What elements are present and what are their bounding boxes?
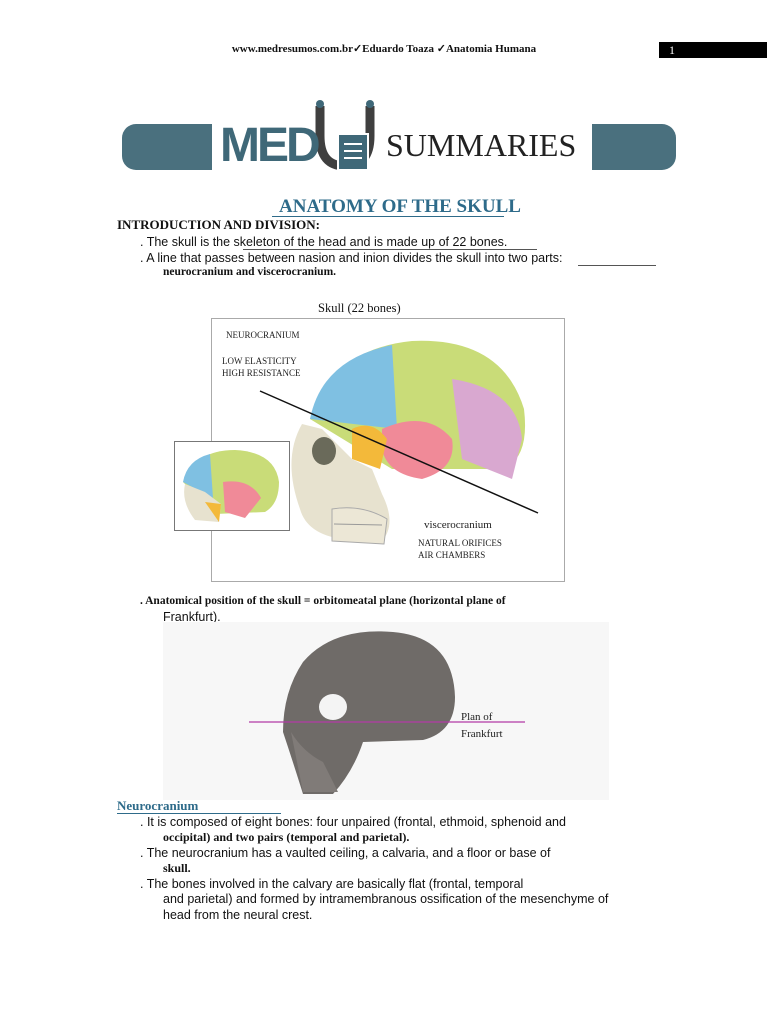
anatomical-line-2: Frankfurt).	[163, 610, 221, 624]
header-text: www.medresumos.com.br✓Eduardo Toaza ✓Ana…	[231, 43, 537, 55]
figure1-caption: Skull (22 bones)	[318, 301, 401, 315]
logo-med-text: MED	[220, 119, 321, 172]
underline-2	[578, 265, 656, 266]
underline-1	[243, 249, 537, 250]
skull-figure	[211, 318, 565, 582]
label-natural-orifices: NATURAL ORIFICES	[418, 538, 502, 548]
intro-heading: INTRODUCTION AND DIVISION:	[117, 217, 320, 232]
gray-skull-illustration	[249, 631, 525, 794]
title-underline	[272, 216, 504, 217]
neuro-line-2: . The neurocranium has a vaulted ceiling…	[140, 846, 551, 860]
stethoscope-icon	[315, 100, 375, 171]
label-air-chambers: AIR CHAMBERS	[418, 550, 486, 560]
neuro-line-1b: occipital) and two pairs (temporal and p…	[163, 830, 410, 844]
neuro-line-3c: head from the neural crest.	[163, 908, 313, 922]
neuro-line-1: . It is composed of eight bones: four un…	[140, 815, 566, 829]
page-title: ANATOMY OF THE SKULL	[279, 196, 521, 217]
logo-banner-center	[212, 120, 592, 176]
intro-line-2b: neurocranium and viscerocranium.	[163, 266, 337, 278]
label-frankfurt: Frankfurt	[461, 728, 503, 740]
intro-line-2: . A line that passes between nasion and …	[140, 251, 563, 265]
neuro-line-3: . The bones involved in the calvary are …	[140, 877, 524, 891]
label-high-resistance: HIGH RESISTANCE	[222, 368, 301, 378]
logo-subtitle: SUMMARIES	[386, 127, 577, 163]
intro-line-1: . The skull is the skeleton of the head …	[140, 235, 508, 249]
neurocranium-underline	[117, 813, 281, 814]
child-skull-inset	[174, 441, 290, 531]
neuro-line-2b: skull.	[163, 861, 191, 875]
label-viscerocranium: viscerocranium	[424, 519, 492, 531]
skull-illustration	[259, 340, 539, 545]
page-number: 1	[659, 42, 767, 58]
anatomical-line-1: . Anatomical position of the skull = orb…	[140, 595, 506, 607]
label-neurocranium: NEUROCRANIUM	[226, 330, 300, 340]
label-low-elasticity: LOW ELASTICITY	[222, 356, 297, 366]
neuro-line-3b: and parietal) and formed by intramembran…	[163, 892, 609, 906]
label-plan-of: Plan of	[461, 711, 493, 723]
frankfurt-figure	[163, 622, 609, 800]
child-skull-illustration	[183, 450, 279, 522]
neurocranium-heading: Neurocranium	[117, 798, 199, 813]
